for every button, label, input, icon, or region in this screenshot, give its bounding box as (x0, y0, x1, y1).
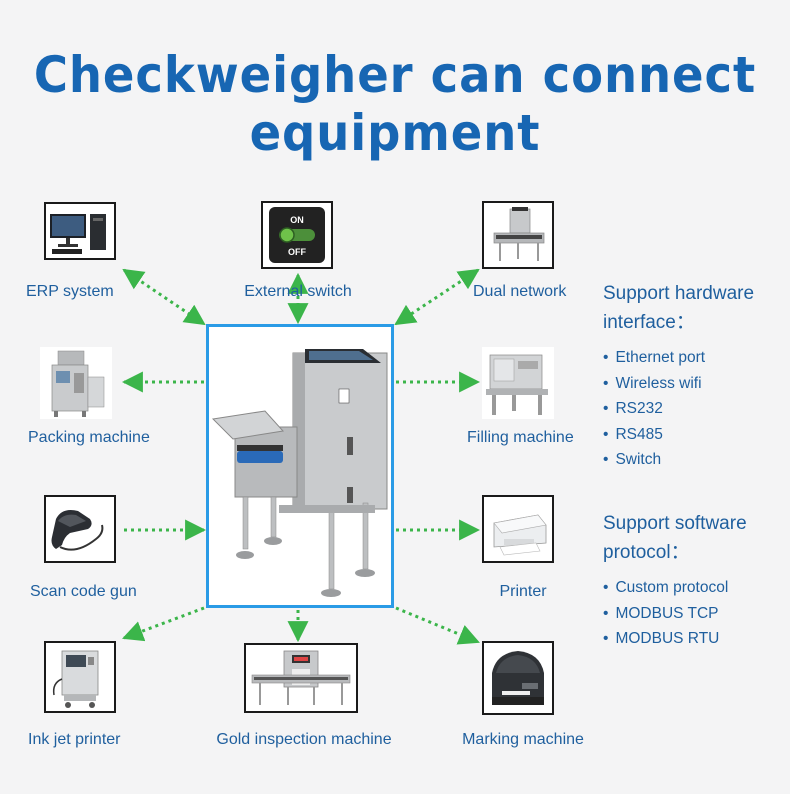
svg-text:ON: ON (290, 215, 304, 225)
ink-jet-printer-label: Ink jet printer (28, 731, 121, 748)
on-off-switch-icon: ON OFF (269, 207, 325, 263)
software-heading-line-1: Support software (603, 513, 747, 534)
printer-label: Printer (499, 583, 547, 600)
hardware-list: Ethernet port Wireless wifi RS232 RS485 … (603, 345, 754, 473)
erp-system-label: ERP system (26, 283, 114, 300)
arrow-marking (395, 606, 480, 645)
arrow-inkjet (122, 606, 205, 642)
packing-machine-icon (40, 347, 112, 419)
gold-inspection-machine-label: Gold inspection machine (216, 731, 392, 748)
filling-machine-label: Filling machine (467, 429, 574, 446)
external-switch-label: External switch (244, 283, 352, 300)
filling-machine-image (482, 347, 554, 419)
gold-inspection-machine-image (244, 643, 358, 713)
dual-network-image (482, 201, 554, 269)
computer-icon (50, 214, 106, 254)
label-printer-icon (492, 651, 544, 705)
list-item: RS485 (603, 422, 754, 448)
list-item: Ethernet port (603, 345, 754, 371)
filling-machine-icon (482, 347, 554, 419)
software-heading-line-2: protocol： (603, 542, 690, 563)
dual-network-label: Dual network (473, 283, 567, 300)
hardware-heading-line-1: Support hardware (603, 283, 755, 304)
inkjet-printer-icon (52, 650, 99, 708)
marking-machine-label: Marking machine (462, 731, 584, 748)
hardware-interface-panel: Support hardware interface： Ethernet por… (603, 279, 754, 473)
software-list: Custom protocol MODBUS TCP MODBUS RTU (603, 575, 747, 652)
scan-code-gun-label: Scan code gun (30, 583, 137, 600)
printer-icon (493, 514, 547, 556)
list-item: RS232 (603, 396, 754, 422)
packing-machine-image (40, 347, 112, 419)
list-item: Switch (603, 447, 754, 473)
erp-system-image (44, 202, 116, 260)
arrow-network (394, 268, 480, 326)
list-item: MODBUS RTU (603, 626, 747, 652)
ink-jet-printer-image (44, 641, 116, 713)
software-protocol-panel: Support software protocol： Custom protoc… (603, 509, 747, 652)
checkweigher-icon (493, 207, 545, 261)
checkweigher-machine-icon (211, 349, 388, 597)
arrow-erp (122, 268, 206, 326)
barcode-scanner-icon (51, 510, 104, 551)
list-item: Wireless wifi (603, 371, 754, 397)
list-item: Custom protocol (603, 575, 747, 601)
metal-detector-icon (251, 650, 351, 705)
list-item: MODBUS TCP (603, 601, 747, 627)
printer-image (482, 495, 554, 563)
title-line-1: Checkweigher can connect (33, 46, 757, 104)
marking-machine-image (482, 641, 554, 715)
svg-text:OFF: OFF (288, 247, 306, 257)
scan-code-gun-image (44, 495, 116, 563)
external-switch-image: ON OFF (261, 201, 333, 269)
packing-machine-label: Packing machine (28, 429, 150, 446)
title-line-2: equipment (249, 104, 541, 162)
center-checkweigher (206, 324, 394, 608)
hardware-heading-line-2: interface： (603, 312, 695, 333)
